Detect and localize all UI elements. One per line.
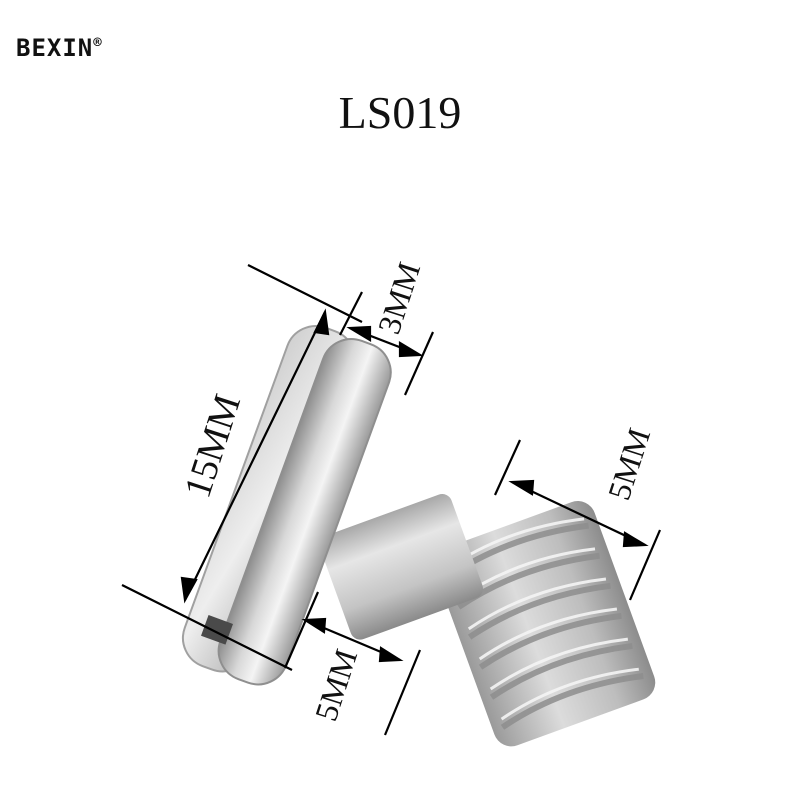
- registered-mark: ®: [93, 35, 103, 51]
- screw-head: [181, 325, 392, 686]
- brand-logo: BEXIN®: [16, 34, 103, 62]
- model-title: LS019: [338, 87, 462, 138]
- screw-neck: [319, 494, 483, 640]
- brand-name: BEXIN: [16, 34, 94, 62]
- thread-body: [433, 501, 656, 747]
- dimension-label-5mm-neck: 5MM: [307, 645, 364, 725]
- dimension-lines: [121, 264, 662, 736]
- dimension-label-5mm-thread: 5MM: [600, 424, 657, 504]
- dimension-label-3mm: 3MM: [370, 258, 427, 338]
